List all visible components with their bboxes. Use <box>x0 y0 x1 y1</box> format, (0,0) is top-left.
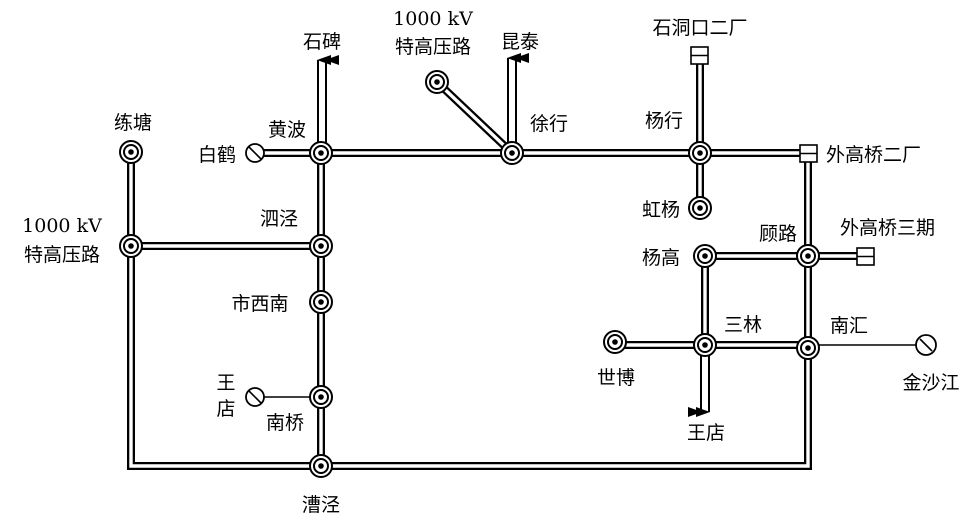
substation-1000kv-top <box>425 70 449 94</box>
label-shixinan: 市西南 <box>231 293 288 315</box>
substation-gulu <box>796 244 820 268</box>
label-waigaoqiao2: 外高桥二厂 <box>826 144 921 166</box>
generators <box>245 143 937 407</box>
label-liantang: 练塘 <box>114 112 152 134</box>
label-gulu: 顾路 <box>759 223 797 245</box>
label-waigaoqiao3: 外高桥三期 <box>840 217 935 239</box>
label-shibo: 世博 <box>597 367 635 389</box>
power-plants <box>690 46 875 266</box>
label-1000kv-top-line1: 1000 kV <box>393 8 473 30</box>
substation-1000kv-left <box>119 234 143 258</box>
substation-liantang <box>119 140 143 164</box>
label-yanghang: 杨行 <box>645 110 683 132</box>
generator-wangdian-icon <box>245 387 265 407</box>
substation-yanggao <box>693 244 717 268</box>
plant-waigaoqiao3-icon <box>856 247 875 266</box>
substation-caojing <box>309 454 333 478</box>
label-hongyang: 虹杨 <box>642 199 680 221</box>
label-wangdian-right: 王店 <box>687 422 725 444</box>
label-kuntai: 昆泰 <box>501 31 539 53</box>
label-shidongkou: 石洞口二厂 <box>652 17 747 39</box>
label-1000kv-left-line1: 1000 kV <box>22 215 102 237</box>
generator-jinshajiang-icon <box>915 334 937 356</box>
label-sijing: 泗泾 <box>260 208 298 230</box>
single-lines <box>263 344 925 398</box>
outgoing-arrows <box>317 53 710 417</box>
substation-nanqiao <box>309 385 333 409</box>
label-1000kv-top-line2: 特高压路 <box>395 36 471 58</box>
label-1000kv-left-line2: 特高压路 <box>24 244 100 266</box>
label-nanhui: 南汇 <box>830 315 868 337</box>
substation-sanlin <box>693 333 717 357</box>
substation-sijing <box>309 234 333 258</box>
transmission-lines <box>127 62 860 470</box>
plant-waigaoqiao2-icon <box>799 144 818 163</box>
label-nanqiao: 南桥 <box>266 412 304 434</box>
label-huangbo: 黄波 <box>268 119 306 141</box>
substation-nanhui <box>796 336 820 360</box>
label-wangdian-left-line1: 王 <box>216 372 235 394</box>
substation-xuxing <box>500 141 524 165</box>
substation-shixinan <box>309 290 333 314</box>
label-baihe: 白鹤 <box>198 144 236 166</box>
label-caojing: 漕泾 <box>302 494 340 516</box>
substation-yanghang <box>688 141 712 165</box>
plant-shidongkou-icon <box>690 46 709 65</box>
substations <box>119 70 820 478</box>
label-sanlin: 三林 <box>724 314 762 336</box>
label-shibei: 石碑 <box>303 31 341 53</box>
substation-hongyang <box>688 196 712 220</box>
label-jinshajiang: 金沙江 <box>902 372 959 394</box>
labels: 石碑 1000 kV 特高压路 昆泰 石洞口二厂 练塘 白鹤 黄波 徐行 杨行 … <box>22 8 959 516</box>
generator-baihe-icon <box>245 143 265 163</box>
label-wangdian-left-line2: 店 <box>216 398 235 420</box>
substation-shibo <box>603 330 627 354</box>
substation-huangbo <box>309 141 333 165</box>
label-yanggao: 杨高 <box>642 247 680 269</box>
label-xuxing: 徐行 <box>530 113 568 135</box>
